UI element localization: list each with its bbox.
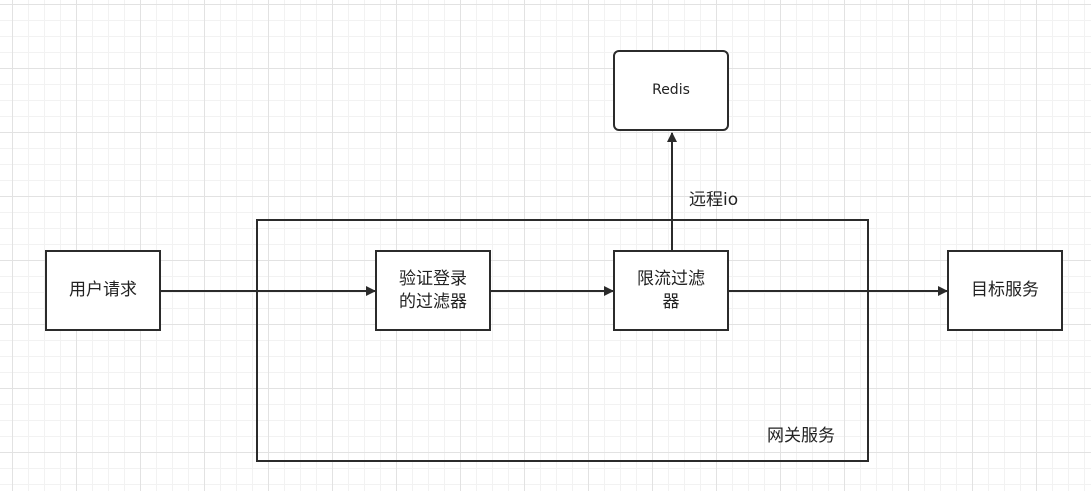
node-user-request: 用户请求: [45, 250, 161, 331]
node-rate-limit-filter-label: 限流过滤 器: [637, 268, 705, 312]
node-user-request-label: 用户请求: [69, 280, 137, 300]
gateway-service-container: 网关服务: [256, 219, 869, 462]
node-auth-filter: 验证登录 的过滤器: [375, 250, 491, 331]
gateway-service-label: 网关服务: [767, 426, 835, 446]
node-rate-limit-filter: 限流过滤 器: [613, 250, 729, 331]
node-redis: Redis: [613, 50, 729, 131]
node-auth-filter-label: 验证登录 的过滤器: [399, 268, 467, 312]
node-redis-label: Redis: [652, 82, 690, 98]
edge-label-remote-io: 远程io: [689, 190, 739, 210]
node-target-service: 目标服务: [947, 250, 1063, 331]
node-target-service-label: 目标服务: [971, 280, 1039, 300]
